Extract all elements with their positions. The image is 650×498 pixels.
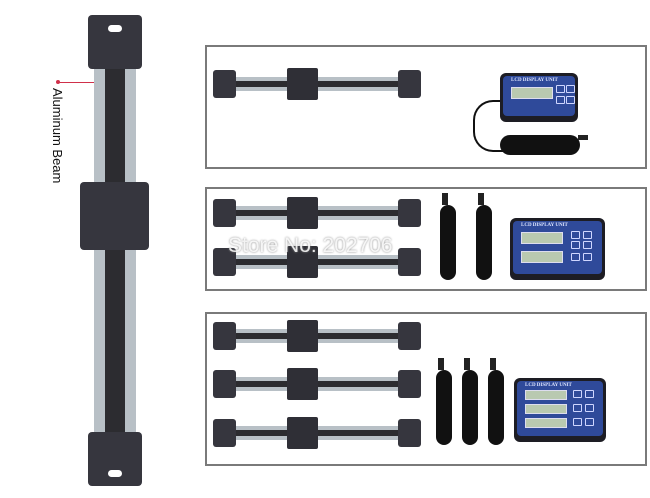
top-end-cap: [88, 15, 142, 69]
horizontal-scale: [213, 417, 421, 449]
cable-plug: [578, 135, 588, 140]
bottom-end-cap: [88, 432, 142, 486]
lcd-screen: [521, 232, 563, 244]
lcd-screen: [525, 404, 567, 414]
horizontal-scale: [213, 368, 421, 400]
horizontal-scale: [213, 320, 421, 352]
cable: [473, 100, 509, 152]
horizontal-scale: [213, 68, 421, 100]
cable: [440, 205, 456, 280]
slider-block: [80, 182, 149, 250]
lcd-screen: [511, 87, 553, 99]
store-watermark: Store No: 202706: [228, 234, 393, 257]
display-title: LCD DISPLAY UNIT: [525, 383, 572, 388]
horizontal-scale: [213, 197, 421, 229]
lcd-screen: [521, 251, 563, 263]
beam-center-strip: [105, 66, 125, 436]
display-title: LCD DISPLAY UNIT: [511, 78, 558, 83]
mount-hole: [108, 470, 122, 477]
lcd-display-unit-three: LCD DISPLAY UNIT: [514, 378, 606, 442]
label-dot: [56, 80, 60, 84]
lcd-display-unit-single: LCD DISPLAY UNIT: [500, 73, 578, 122]
cable: [462, 370, 478, 445]
cable: [436, 370, 452, 445]
cable: [488, 370, 504, 445]
lcd-screen: [525, 390, 567, 400]
label-line: [57, 82, 94, 83]
aluminum-beam-label: Aluminum Beam: [50, 88, 65, 184]
lcd-screen: [525, 418, 567, 428]
panel-single-axis: [205, 45, 647, 169]
display-title: LCD DISPLAY UNIT: [521, 223, 568, 228]
lcd-display-unit-two: LCD DISPLAY UNIT: [510, 218, 605, 280]
cable-coil: [500, 135, 580, 155]
cable: [476, 205, 492, 280]
mount-hole: [108, 25, 122, 32]
horizontal-scale: [213, 246, 421, 278]
